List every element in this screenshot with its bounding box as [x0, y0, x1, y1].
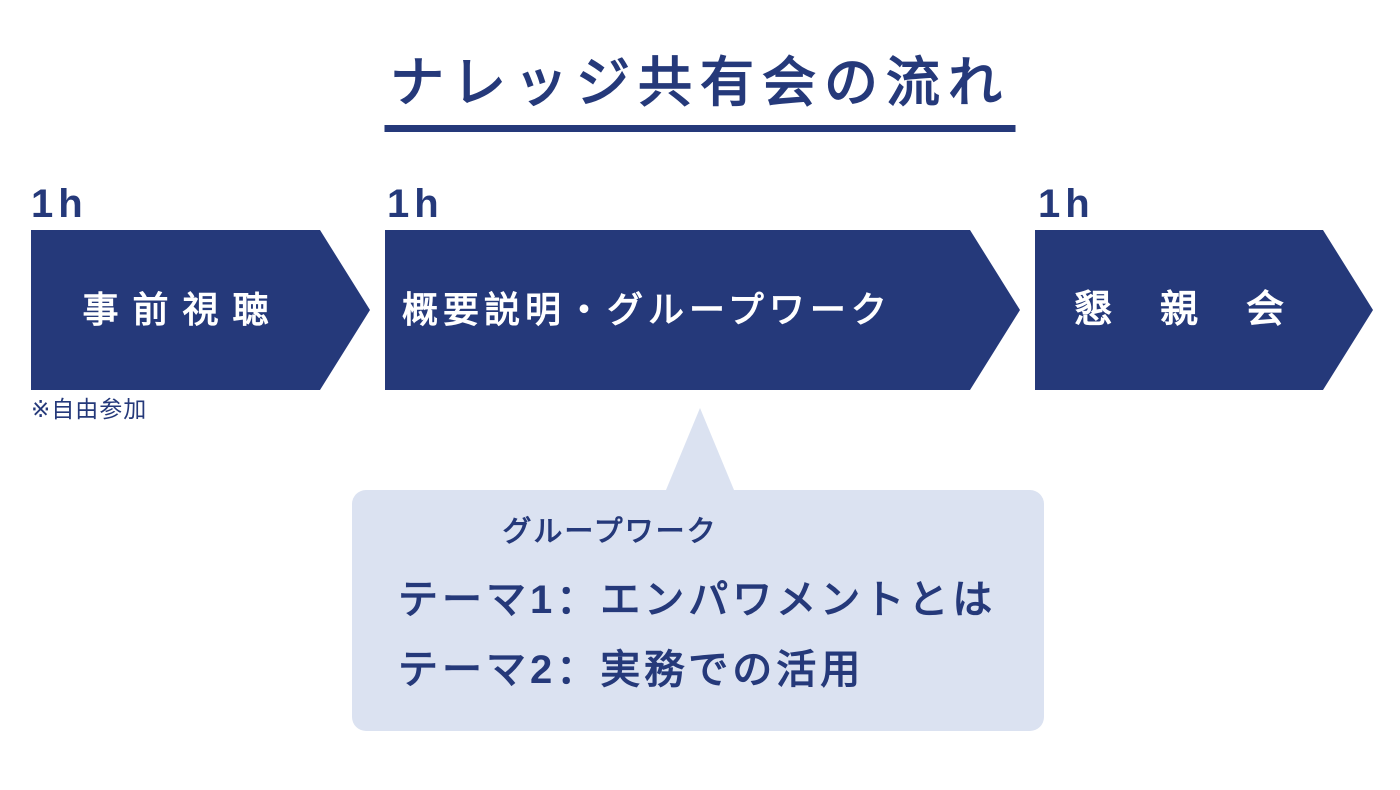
callout-title: グループワーク [502, 516, 718, 548]
step3-arrow-social-gathering: 懇親会 [1035, 230, 1373, 390]
step1-footnote: ※自由参加 [31, 396, 148, 422]
step1-arrow-pre-viewing: 事前視聴 [31, 230, 370, 390]
step3-label: 懇親会 [1074, 289, 1333, 331]
callout-theme-1: テーマ1：エンパワメントとは [398, 578, 997, 622]
step2-duration-label: 1h [387, 182, 444, 226]
title-underline [384, 125, 1016, 132]
callout-pointer-triangle [666, 408, 734, 490]
callout-theme-2: テーマ2：実務での活用 [398, 648, 865, 692]
step3-duration-label: 1h [1038, 182, 1095, 226]
step1-label: 事前視聴 [82, 289, 283, 330]
groupwork-callout-box: グループワーク テーマ1：エンパワメントとは テーマ2：実務での活用 [352, 490, 1044, 731]
page-title: ナレッジ共有会の流れ [390, 53, 1010, 113]
step2-arrow-overview-groupwork: 概要説明・グループワーク [385, 230, 1020, 390]
step2-label: 概要説明・グループワーク [402, 289, 892, 330]
step1-duration-label: 1h [31, 182, 88, 226]
